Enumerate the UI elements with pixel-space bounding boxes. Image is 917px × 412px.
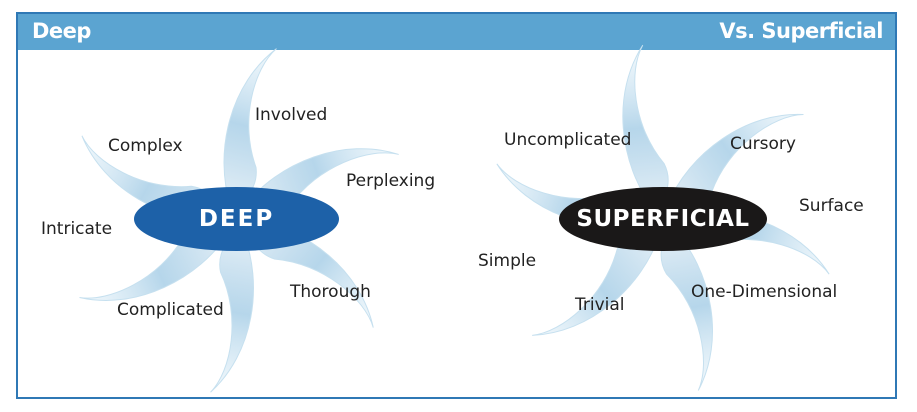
word-uncomplicated: Uncomplicated	[504, 130, 632, 150]
word-trivial: Trivial	[575, 295, 625, 315]
header-title-superficial: Vs. Superficial	[719, 19, 883, 43]
word-perplexing: Perplexing	[346, 171, 436, 191]
superficial-hub: SUPERFICIAL	[559, 187, 767, 251]
deep-hub: DEEP	[134, 187, 339, 251]
header-title-deep: Deep	[32, 19, 91, 43]
word-intricate: Intricate	[41, 219, 113, 239]
word-involved: Involved	[255, 105, 328, 125]
word-surface: Surface	[799, 196, 864, 216]
word-complex: Complex	[108, 136, 183, 156]
word-cursory: Cursory	[730, 134, 796, 154]
word-complicated: Complicated	[117, 300, 224, 320]
word-thorough: Thorough	[290, 282, 371, 302]
word-simple: Simple	[478, 251, 537, 271]
header-bar: Deep Vs. Superficial	[18, 14, 895, 50]
word-one-dimensional: One-Dimensional	[691, 282, 838, 302]
